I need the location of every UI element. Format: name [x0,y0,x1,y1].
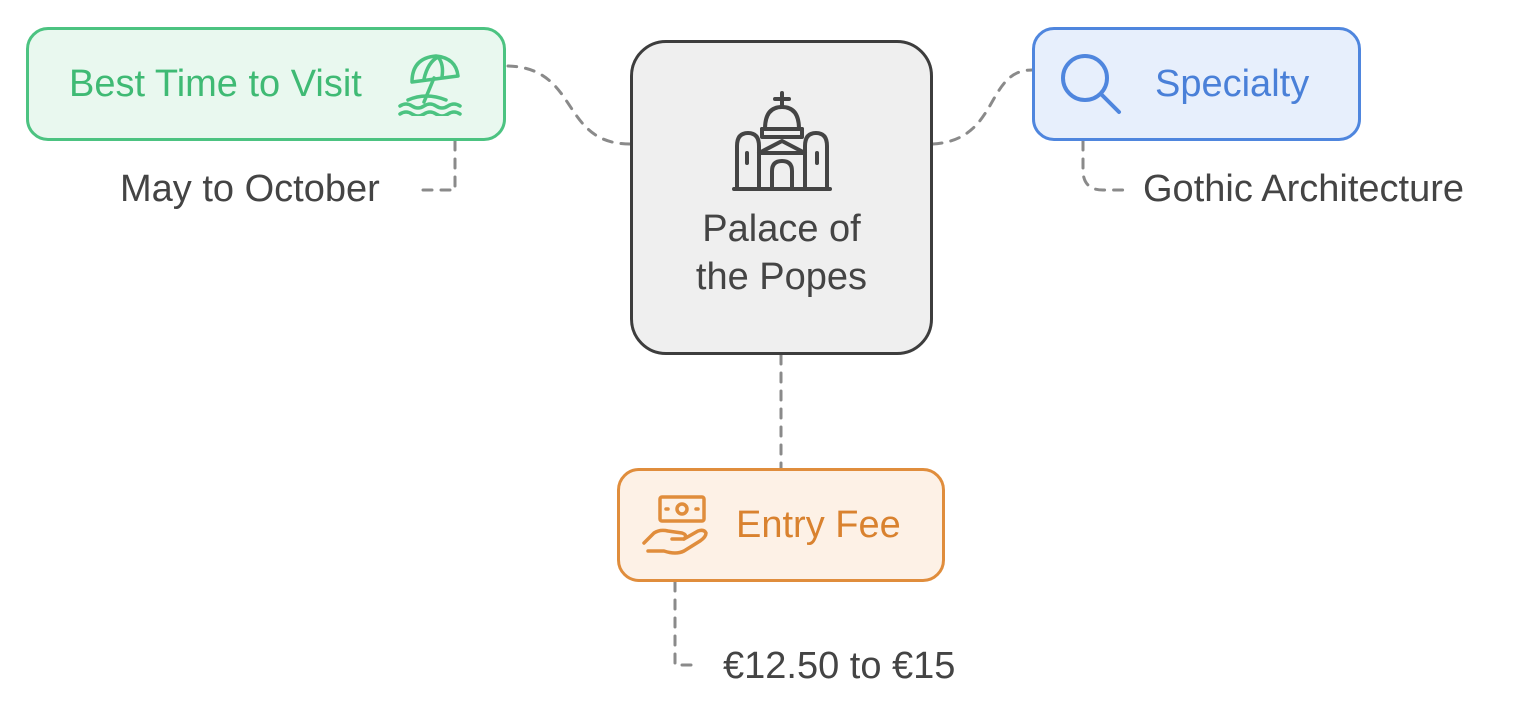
connector-best-time-to-detail [413,139,457,192]
connector-center-to-best-time [506,64,632,146]
connector-specialty-to-detail [1081,139,1125,192]
center-title-line1: Palace of [702,208,861,250]
center-title: Palace of the Popes [696,205,867,301]
connector-entry-fee-to-detail [673,580,702,667]
money-hand-icon [642,495,710,555]
center-title-line2: the Popes [695,256,868,298]
specialty-detail: Gothic Architecture [1143,168,1465,210]
specialty-label: Specialty [1155,62,1310,105]
connector-center-to-specialty [931,68,1034,146]
beach-umbrella-icon [398,52,462,118]
entry-fee-label: Entry Fee [736,503,901,546]
node-best-time-to-visit[interactable]: Best Time to Visit [26,27,506,141]
search-icon [1059,52,1123,116]
best-time-label: Best Time to Visit [69,62,362,105]
center-node-palace[interactable]: Palace of the Popes [630,40,933,355]
node-entry-fee[interactable]: Entry Fee [617,468,945,582]
entry-fee-detail: €12.50 to €15 [723,645,956,687]
cathedral-icon [731,91,832,191]
node-specialty[interactable]: Specialty [1032,27,1361,141]
best-time-detail: May to October [120,168,380,210]
